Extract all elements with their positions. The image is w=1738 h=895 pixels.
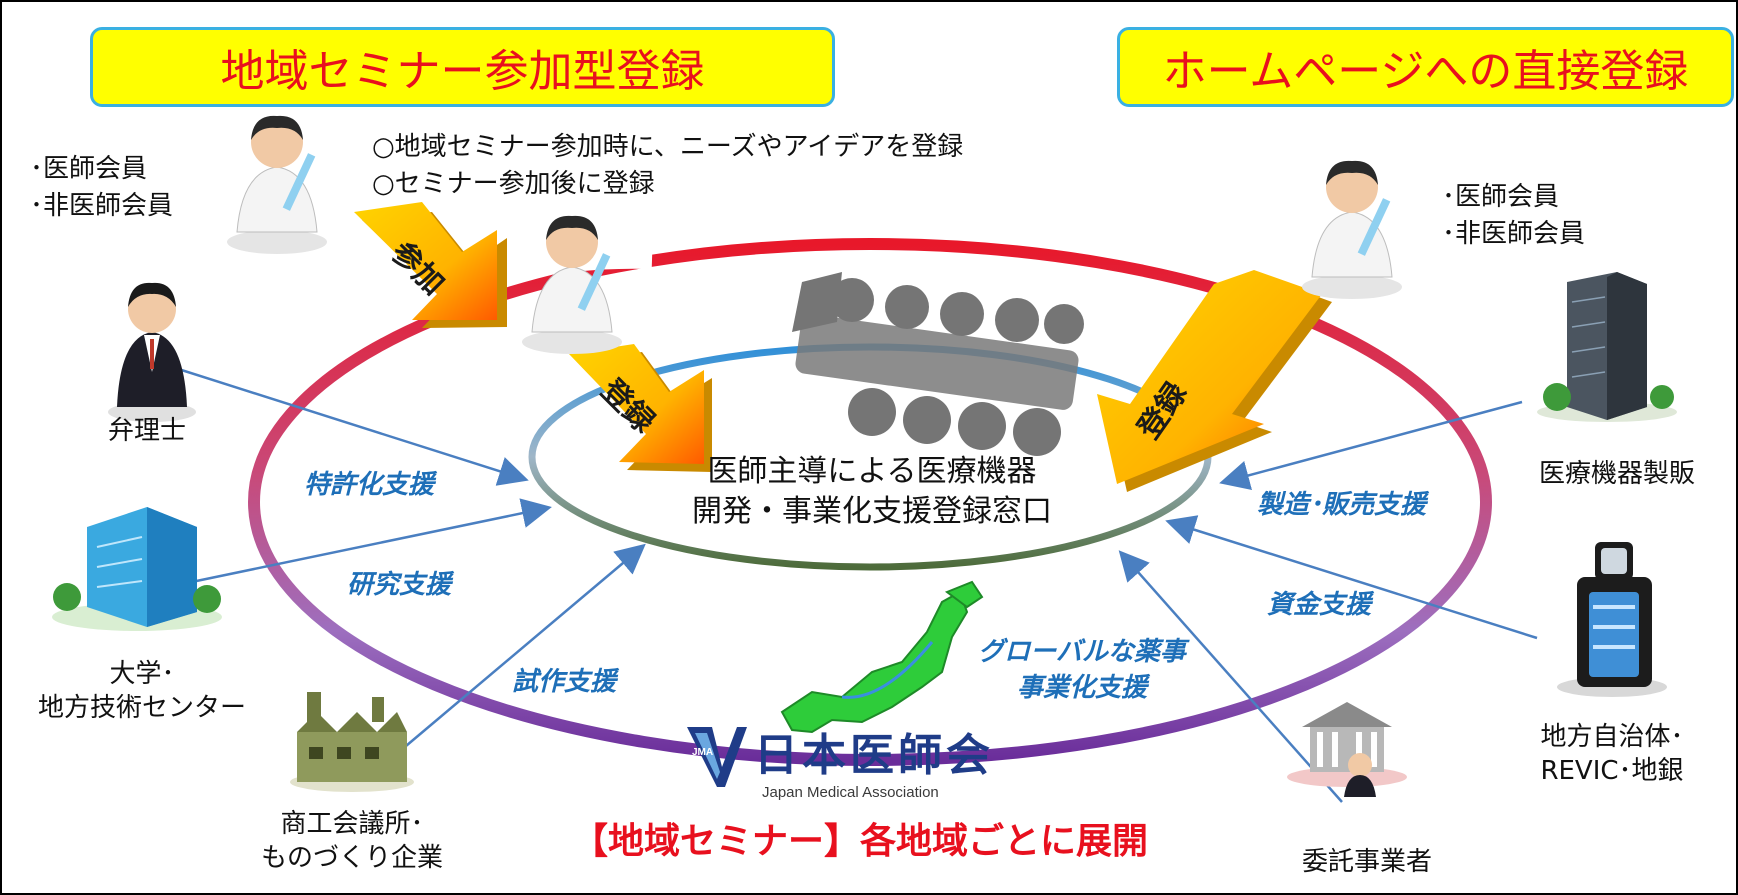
center-window-title: 医師主導による医療機器 開発・事業化支援登録窓口 — [682, 452, 1062, 532]
doctor-icon — [227, 115, 327, 254]
city-building-icon — [1557, 542, 1667, 697]
office-building-icon — [1537, 272, 1677, 422]
japan-map-icon — [780, 580, 984, 734]
doctor-icon — [1302, 160, 1402, 299]
support-prototype: 試作支援 — [512, 667, 617, 697]
jma-logo-icon — [687, 727, 747, 787]
banner-seminar-text: 地域セミナー参加型登録 — [220, 46, 705, 97]
arrow-register-right — [1097, 270, 1332, 492]
bank-icon — [1287, 702, 1407, 797]
members-left-line-1: ･医師会員 — [30, 154, 148, 184]
center-title-line-1: 医師主導による医療機器 — [707, 454, 1037, 489]
support-patent: 特許化支援 — [304, 470, 435, 500]
arrow-register-left — [569, 344, 712, 472]
logo-subtitle: Japan Medical Association — [762, 784, 939, 801]
connector-manufacturer — [1219, 400, 1523, 491]
banner-direct-registration: ホームページへの直接登録 — [1117, 27, 1734, 107]
actor-municipality-line-1: 地方自治体･ — [1540, 722, 1684, 752]
banner-direct-text: ホームページへの直接登録 — [1162, 46, 1689, 97]
center-title-line-2: 開発・事業化支援登録窓口 — [692, 494, 1052, 529]
members-right-line-1: ･医師会員 — [1442, 182, 1560, 212]
actor-municipality: 地方自治体･ REVIC･地銀 — [1512, 720, 1712, 788]
outer-ring — [248, 238, 1492, 766]
support-research: 研究支援 — [347, 570, 452, 600]
actor-chamber-line-1: 商工会議所･ — [280, 809, 424, 839]
connector-chamber — [386, 543, 646, 763]
connector-contractor — [1118, 550, 1343, 803]
actor-university: 大学･ 地方技術センター — [22, 657, 262, 725]
office-building-icon — [52, 507, 222, 631]
support-regulatory-line-1: グローバルな薬事 — [978, 637, 1186, 667]
support-manufacturing: 製造･販売支援 — [1257, 490, 1427, 520]
doctor-icon — [522, 215, 622, 354]
actor-manufacturer: 医療機器製販 — [1538, 459, 1695, 489]
support-regulatory: グローバルな薬事 事業化支援 — [962, 634, 1202, 706]
actor-chamber-line-2: ものづくり企業 — [260, 843, 443, 873]
arrow-join — [354, 202, 507, 328]
actor-contractor: 委託事業者 — [1301, 847, 1432, 877]
support-regulatory-line-2: 事業化支援 — [1016, 673, 1147, 703]
factory-icon — [290, 692, 414, 792]
actor-municipality-line-2: REVIC･地銀 — [1540, 756, 1684, 786]
banner-seminar-registration: 地域セミナー参加型登録 — [90, 27, 835, 107]
logo-name: 日本医師会 — [754, 730, 994, 781]
actor-patent-attorney: 弁理士 — [107, 416, 186, 446]
note-line-2: ○セミナー参加後に登録 — [372, 169, 655, 199]
footer-seminar-banner: 【地域セミナー】各地域ごとに展開 — [572, 821, 1149, 862]
meeting-people-icon — [792, 272, 1084, 456]
connector-municipality — [1165, 515, 1538, 640]
actor-university-line-1: 大学･ — [109, 659, 175, 689]
support-funding: 資金支援 — [1267, 590, 1372, 620]
members-left-line-2: ･非医師会員 — [30, 191, 174, 221]
actor-university-line-2: 地方技術センター — [37, 693, 246, 723]
logo-badge: JMA — [692, 747, 714, 758]
members-right-line-2: ･非医師会員 — [1442, 219, 1586, 249]
connector-university — [181, 498, 552, 586]
actor-chamber: 商工会議所･ ものづくり企業 — [252, 807, 452, 875]
note-line-1: ○地域セミナー参加時に、ニーズやアイデアを登録 — [372, 132, 964, 162]
businessman-icon — [108, 282, 196, 422]
connector-patent — [171, 365, 529, 486]
